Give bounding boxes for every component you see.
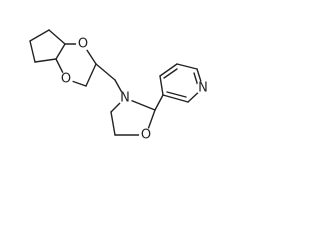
- bond-c2-pyridine: [154, 94, 164, 111]
- molecule-structure-diagram: O O N O N: [29, 29, 210, 143]
- bond-py-6: [162, 94, 189, 103]
- atom-labels: O O N O N: [59, 37, 210, 143]
- bond-py-3: [176, 63, 198, 70]
- bond-ch-methylene: [95, 63, 116, 81]
- atom-bg-o1: [76, 37, 90, 51]
- bond-cyclopentane-5: [55, 43, 66, 60]
- bond-cyclopentane-1: [34, 58, 57, 63]
- atom-label-o1: O: [78, 37, 88, 52]
- bond-cyclopentane-4: [48, 29, 66, 45]
- bond-ch2-ch2: [110, 111, 116, 136]
- bond-py-2: [159, 63, 178, 77]
- bond-ch-ch2: [85, 63, 97, 87]
- bond-py-4-inner: [193, 72, 199, 87]
- atom-label-o3: O: [141, 128, 151, 143]
- bond-py-6-inner: [166, 91, 187, 98]
- atom-bg-n2: [196, 81, 210, 95]
- bond-cyclopentane-2: [29, 40, 36, 63]
- atom-label-n1: N: [120, 91, 130, 106]
- atom-bg-n1: [118, 91, 132, 105]
- atom-bg-o3: [139, 128, 153, 142]
- bonds: [29, 29, 204, 136]
- atom-label-o2: O: [61, 72, 71, 87]
- atom-label-n2: N: [198, 81, 208, 96]
- bond-py-1: [159, 75, 164, 96]
- atom-bg-o2: [59, 72, 73, 86]
- bond-py-2-inner: [163, 68, 178, 79]
- bond-cyclopentane-3: [29, 29, 50, 42]
